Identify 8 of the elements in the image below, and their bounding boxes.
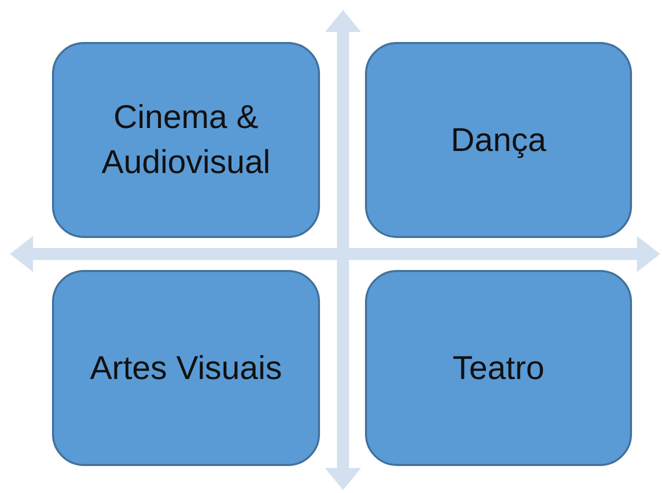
rounded-box (52, 270, 320, 466)
box-label: Teatro (452, 348, 546, 388)
box-label: Dança (450, 120, 548, 160)
rounded-box (365, 270, 632, 466)
box-label: Cinema & Audiovisual (100, 97, 272, 182)
rounded-box (365, 42, 632, 238)
rounded-box (52, 42, 320, 238)
box-label: Artes Visuais (89, 348, 283, 388)
